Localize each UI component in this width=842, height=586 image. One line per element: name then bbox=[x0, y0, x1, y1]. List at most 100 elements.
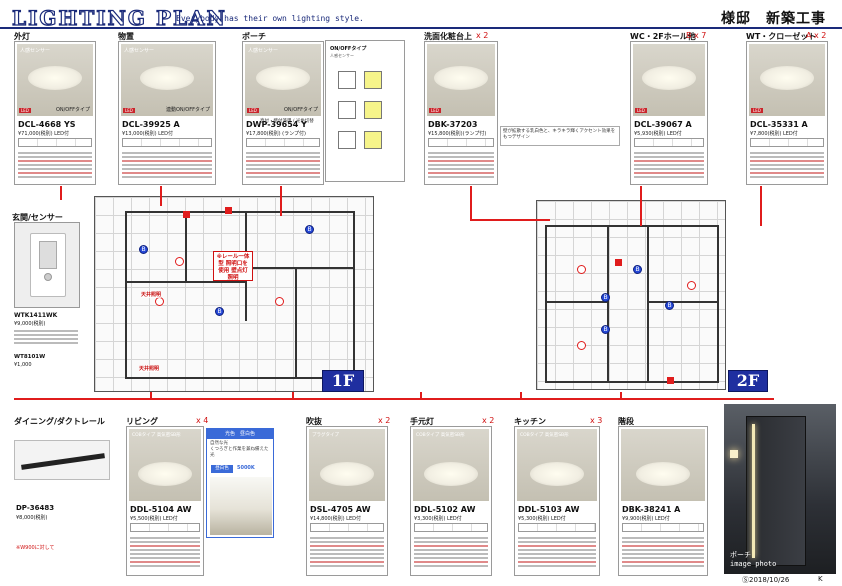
ceiling-light-label: 天井照明 bbox=[141, 291, 162, 298]
duct-rail-image bbox=[14, 440, 110, 480]
product-model: DDL-5104 AW bbox=[130, 505, 192, 514]
bottom-card-category: 階段 bbox=[618, 417, 634, 426]
marker-icon bbox=[577, 265, 586, 274]
sensor-diagram bbox=[334, 67, 396, 167]
sensor-info-panel: ON/OFFタイプ 人感センサー bbox=[325, 40, 405, 182]
marker-icon bbox=[175, 257, 184, 266]
connector-line bbox=[760, 186, 762, 226]
spec-table bbox=[622, 523, 704, 532]
porch-description: 直付・壁付兼用 / 光色切替 bbox=[260, 119, 314, 124]
sensor-label: 人感センサー bbox=[124, 48, 155, 54]
product-photo: COBタイプ 高気密SB形 bbox=[129, 429, 201, 501]
product-price: ¥13,000(税別) LED付 bbox=[122, 131, 173, 137]
spec-lines bbox=[622, 535, 704, 569]
marker-icon: B bbox=[215, 307, 224, 316]
sensor-panel-heading: ON/OFFタイプ bbox=[330, 46, 367, 52]
light-popup-body: 自然な光 くつろぎと作業を兼ね備えた光 bbox=[210, 441, 269, 458]
spec-lines bbox=[246, 150, 320, 180]
connector-line bbox=[292, 392, 294, 400]
marker-icon: B bbox=[139, 245, 148, 254]
spec-lines bbox=[634, 150, 704, 180]
product-note: COBタイプ 高気密SB形 bbox=[132, 433, 181, 438]
spec-table bbox=[428, 138, 494, 147]
product-price: ¥9,900(税別) LED付 bbox=[622, 516, 670, 522]
product-note: ON/OFFタイプ bbox=[283, 107, 318, 113]
marker-icon bbox=[667, 377, 674, 384]
rail-annotation: ※レール一体型 照明口を使用 壁点灯照明 bbox=[213, 251, 253, 281]
spec-lines bbox=[130, 535, 200, 569]
connector-line bbox=[520, 392, 522, 400]
plan-title: LIGHTING PLAN bbox=[11, 5, 227, 30]
product-photo: LED bbox=[749, 44, 825, 116]
product-model: DDL-5103 AW bbox=[518, 505, 580, 514]
product-note: 連動ON/OFFタイプ bbox=[165, 107, 210, 113]
spec-lines bbox=[122, 150, 212, 180]
footer-initial: K bbox=[818, 575, 823, 583]
connector-line bbox=[60, 186, 62, 200]
product-model: DBK-37203 bbox=[428, 120, 478, 129]
top-card-category: 物置 bbox=[118, 32, 134, 41]
top-card-qty: B x 7 bbox=[686, 31, 707, 40]
spec-table bbox=[130, 523, 200, 532]
product-model: DCL-35331 A bbox=[750, 120, 808, 129]
porch-caption: ポーチ bbox=[730, 551, 751, 559]
product-price: ¥17,800(税別) (ランプ付) bbox=[246, 131, 306, 137]
bottom-card-category: キッチン bbox=[514, 417, 546, 426]
product-photo: プラグタイプ bbox=[309, 429, 385, 501]
connector-line bbox=[470, 219, 550, 221]
product-photo: 人感センサー LED ON/OFFタイプ bbox=[245, 44, 321, 116]
marker-icon bbox=[687, 281, 696, 290]
product-photo bbox=[621, 429, 705, 501]
product-note: プラグタイプ bbox=[312, 433, 339, 438]
light-glow bbox=[642, 65, 696, 90]
product-model: DWP-39654 Y bbox=[246, 120, 307, 129]
light-glow bbox=[256, 65, 310, 90]
light-glow bbox=[424, 462, 478, 487]
spec-table bbox=[18, 138, 92, 147]
product-price: ¥7,800(税別) LED付 bbox=[750, 131, 798, 137]
light-glow bbox=[320, 462, 374, 487]
product-photo: COBタイプ 高気密SB形 bbox=[517, 429, 597, 501]
floorplan-1f: B B B 天井照明 天井照明 ※レール一体型 照明口を使用 壁点灯照明 bbox=[94, 196, 374, 392]
tagline: Everybody has their own lighting style. bbox=[176, 14, 364, 23]
bottom-card-qty: x 2 bbox=[378, 416, 391, 425]
led-tag: LED bbox=[247, 108, 259, 113]
bottom-card-category: ダイニング/ダクトレール bbox=[14, 417, 105, 426]
product-model: DCL-39925 A bbox=[122, 120, 180, 129]
product-price: ¥3,300(税別) LED付 bbox=[414, 516, 462, 522]
light-color-popup: 光色 昼白色 自然な光 くつろぎと作業を兼ね備えた光 昼白色 5000K bbox=[206, 428, 274, 538]
light-popup-temp: 5000K bbox=[237, 465, 255, 471]
top-card-qty: A x 2 bbox=[806, 31, 827, 40]
sensor-label: 人感センサー bbox=[20, 48, 51, 54]
spec-lines bbox=[428, 150, 494, 180]
connector-line bbox=[14, 398, 774, 400]
floor-badge-2f: 2F bbox=[728, 370, 768, 392]
product-price: ¥71,000(税別) LED付 bbox=[18, 131, 69, 137]
spec-lines bbox=[18, 150, 92, 180]
bottom-card-category: 手元灯 bbox=[410, 417, 434, 426]
spec-lines bbox=[414, 535, 488, 569]
spec-table bbox=[414, 523, 488, 532]
bottom-card-qty: x 3 bbox=[590, 416, 603, 425]
sink-description-text: 壁が拡散する乳白色と、キラキラ輝くアクセント効果をもつデザイン bbox=[503, 129, 616, 140]
bottom-card-category: 吹抜 bbox=[306, 417, 322, 426]
spec-lines bbox=[310, 535, 384, 569]
footer-date: Ⓢ2018/10/26 bbox=[742, 576, 790, 584]
marker-icon: B bbox=[601, 325, 610, 334]
marker-icon: B bbox=[601, 293, 610, 302]
connector-line bbox=[160, 186, 162, 206]
project-name: 様邸 新築工事 bbox=[721, 11, 826, 27]
sensor-label: 人感センサー bbox=[248, 48, 279, 54]
top-card-category: WC・2Fホール他 bbox=[630, 32, 696, 41]
light-glow bbox=[28, 65, 82, 90]
spec-table bbox=[246, 138, 320, 147]
top-card-category: 外灯 bbox=[14, 32, 30, 41]
light-glow bbox=[760, 65, 814, 90]
spec-table bbox=[310, 523, 384, 532]
entrance-sensor-spec-lines bbox=[14, 328, 78, 346]
connector-line bbox=[280, 186, 282, 216]
spec-lines bbox=[750, 150, 824, 180]
